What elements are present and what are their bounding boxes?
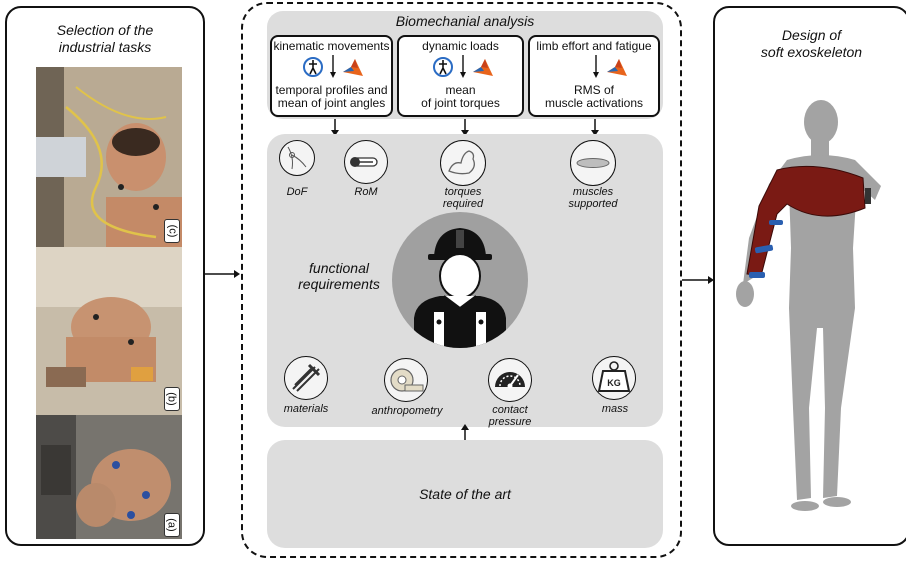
effort-result-line2: muscle activations	[544, 96, 644, 110]
contact-pressure-line1: contact	[492, 404, 528, 416]
weight-icon: KG	[597, 361, 631, 392]
task-tag-a: (a)	[164, 513, 180, 537]
task-photo-a: (a)	[36, 415, 182, 539]
state-of-art-label: State of the art	[419, 486, 511, 502]
mass-label: mass	[601, 403, 629, 415]
torques-label: torques required	[425, 186, 501, 210]
materials-item	[284, 356, 328, 400]
muscle-icon	[576, 158, 610, 168]
effort-box-title: limb effort and fatigue	[536, 39, 652, 53]
matlab-icon	[343, 59, 363, 76]
task-selection-title-line2: industrial tasks	[58, 39, 152, 55]
muscles-item	[570, 140, 616, 186]
contact-pressure-line2: pressure	[488, 416, 532, 428]
joint-sketch-icon	[287, 146, 307, 170]
task-tag-c-text: (c)	[165, 224, 178, 238]
arrow-effort-down	[591, 119, 599, 136]
dynamic-box-title: dynamic loads	[422, 39, 499, 53]
torques-item	[440, 140, 486, 186]
effort-result-line1: RMS of	[573, 83, 614, 97]
task-tag-c: (c)	[164, 219, 180, 243]
dynamic-box: dynamic loads mean of joint torques	[397, 35, 524, 117]
dof-item	[279, 140, 315, 176]
motion-capture-icon	[303, 57, 323, 77]
kinematic-box-title: kinematic movements	[273, 39, 390, 53]
arrow-kinematic-down	[331, 119, 339, 136]
exoskeleton-title-line2: soft exoskeleton	[760, 44, 863, 60]
dof-label: DoF	[286, 186, 308, 198]
matlab-icon	[607, 59, 627, 76]
muscles-label-line2: supported	[568, 198, 618, 210]
exoskeleton-design-panel: Design of soft exoskeleton	[713, 6, 906, 546]
dynamic-result-line1: mean	[445, 83, 476, 97]
measuring-tape-icon	[390, 368, 424, 392]
fabric-roll-icon	[292, 363, 321, 392]
arrow-center-to-right	[682, 276, 714, 284]
effort-box-result: RMS of muscle activations	[530, 84, 658, 110]
matlab-icon	[473, 59, 493, 76]
dynamic-result-line2: of joint torques	[421, 96, 500, 110]
mass-item: KG	[592, 356, 636, 400]
weight-label: KG	[607, 378, 621, 388]
biomechanical-analysis-panel: Biomechanial analysis kinematic movement…	[267, 11, 663, 119]
rom-label: RoM	[354, 186, 378, 198]
exoskeleton-title-line1: Design of	[781, 27, 842, 43]
torques-label-line1: torques	[444, 186, 482, 198]
pressure-gauge-icon	[495, 372, 525, 389]
anthropometry-label: anthropometry	[371, 405, 443, 417]
arrow-left-to-center	[204, 270, 240, 278]
task-photo-c: (c)	[36, 67, 182, 247]
flexed-arm-icon	[448, 150, 475, 175]
rom-item	[344, 140, 388, 184]
functional-requirements-title: functional requirements	[286, 260, 392, 292]
functional-requirements-line2: requirements	[298, 276, 380, 292]
task-tag-a-text: (a)	[165, 518, 178, 532]
task-selection-title: Selection of the industrial tasks	[7, 22, 203, 56]
task-photo-b-image	[36, 247, 182, 415]
arrow-state-up	[461, 424, 469, 441]
arrow-dynamic-down	[461, 119, 469, 136]
down-arrow-icon	[330, 55, 336, 78]
kinematic-result-line2: mean of joint angles	[277, 96, 386, 110]
materials-label: materials	[283, 403, 329, 415]
task-selection-title-line1: Selection of the	[56, 22, 154, 38]
task-tag-b-text: (b)	[165, 392, 178, 406]
kinematic-box: kinematic movements temporal profiles an…	[270, 35, 393, 117]
task-photo-b: (b)	[36, 247, 182, 415]
muscles-label: muscles supported	[555, 186, 631, 210]
anthropometry-item	[384, 358, 428, 402]
dynamic-box-result: mean of joint torques	[399, 84, 522, 110]
biomechanical-analysis-title: Biomechanial analysis	[395, 13, 535, 29]
task-selection-panel: Selection of the industrial tasks (c)	[5, 6, 205, 546]
task-photo-a-image	[36, 415, 182, 539]
worker-avatar	[392, 212, 528, 348]
muscles-label-line1: muscles	[572, 186, 614, 198]
motion-capture-icon	[433, 57, 453, 77]
contact-pressure-label: contact pressure	[474, 404, 546, 428]
exoskeleton-avatar	[736, 100, 881, 511]
down-arrow-icon	[460, 55, 466, 78]
exoskeleton-design-title: Design of soft exoskeleton	[715, 27, 906, 61]
torques-label-line2: required	[442, 198, 484, 210]
task-tag-b: (b)	[164, 387, 180, 411]
task-photo-c-image	[36, 67, 182, 247]
state-of-art-panel: State of the art	[267, 440, 663, 548]
down-arrow-icon	[593, 55, 599, 78]
worker-helmet-icon	[414, 228, 506, 348]
functional-requirements-line1: functional	[309, 260, 369, 276]
thermometer-icon	[350, 157, 378, 167]
kinematic-result-line1: temporal profiles and	[275, 83, 388, 97]
center-dashed-panel	[241, 2, 682, 558]
effort-box: limb effort and fatigue RMS of muscle ac…	[528, 35, 660, 117]
kinematic-box-result: temporal profiles and mean of joint angl…	[272, 84, 391, 110]
contact-pressure-item	[488, 358, 532, 402]
